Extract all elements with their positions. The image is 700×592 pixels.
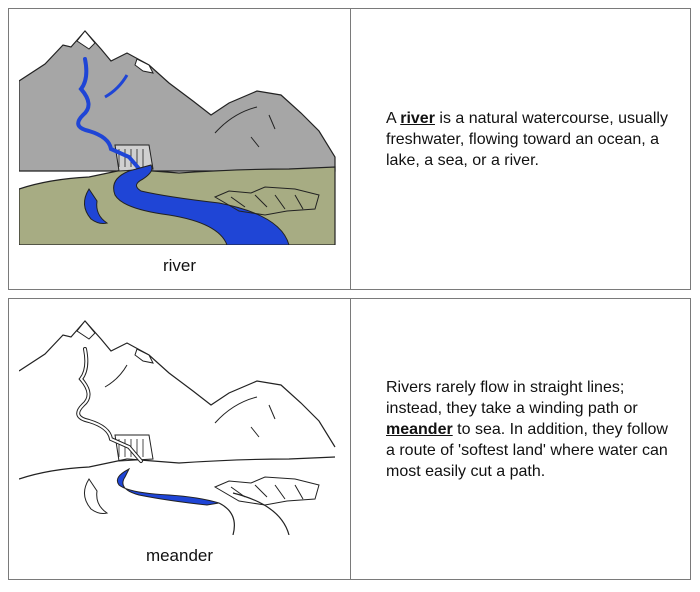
card-divider xyxy=(350,299,351,579)
card-caption: river xyxy=(162,256,197,275)
card-divider xyxy=(350,9,351,289)
definition-keyword: meander xyxy=(386,421,453,438)
river-landscape-illustration xyxy=(19,30,336,245)
definition-after: is a natural watercourse, usually freshw… xyxy=(386,110,668,169)
card-caption: meander xyxy=(145,546,214,565)
definition-keyword: river xyxy=(400,110,435,127)
definition-before: Rivers rarely flow in straight lines; in… xyxy=(386,379,638,417)
definition-text: Rivers rarely flow in straight lines; in… xyxy=(386,377,671,482)
definition-before: A xyxy=(386,110,401,127)
nomenclature-card-river: river A river is a natural watercourse, … xyxy=(8,8,691,290)
definition-text: A river is a natural watercourse, usuall… xyxy=(386,108,671,171)
definition-after: to sea. In addition, they follow a route… xyxy=(386,421,668,480)
meander-landscape-illustration xyxy=(19,320,336,535)
nomenclature-card-meander: meander Rivers rarely flow in straight l… xyxy=(8,298,691,580)
